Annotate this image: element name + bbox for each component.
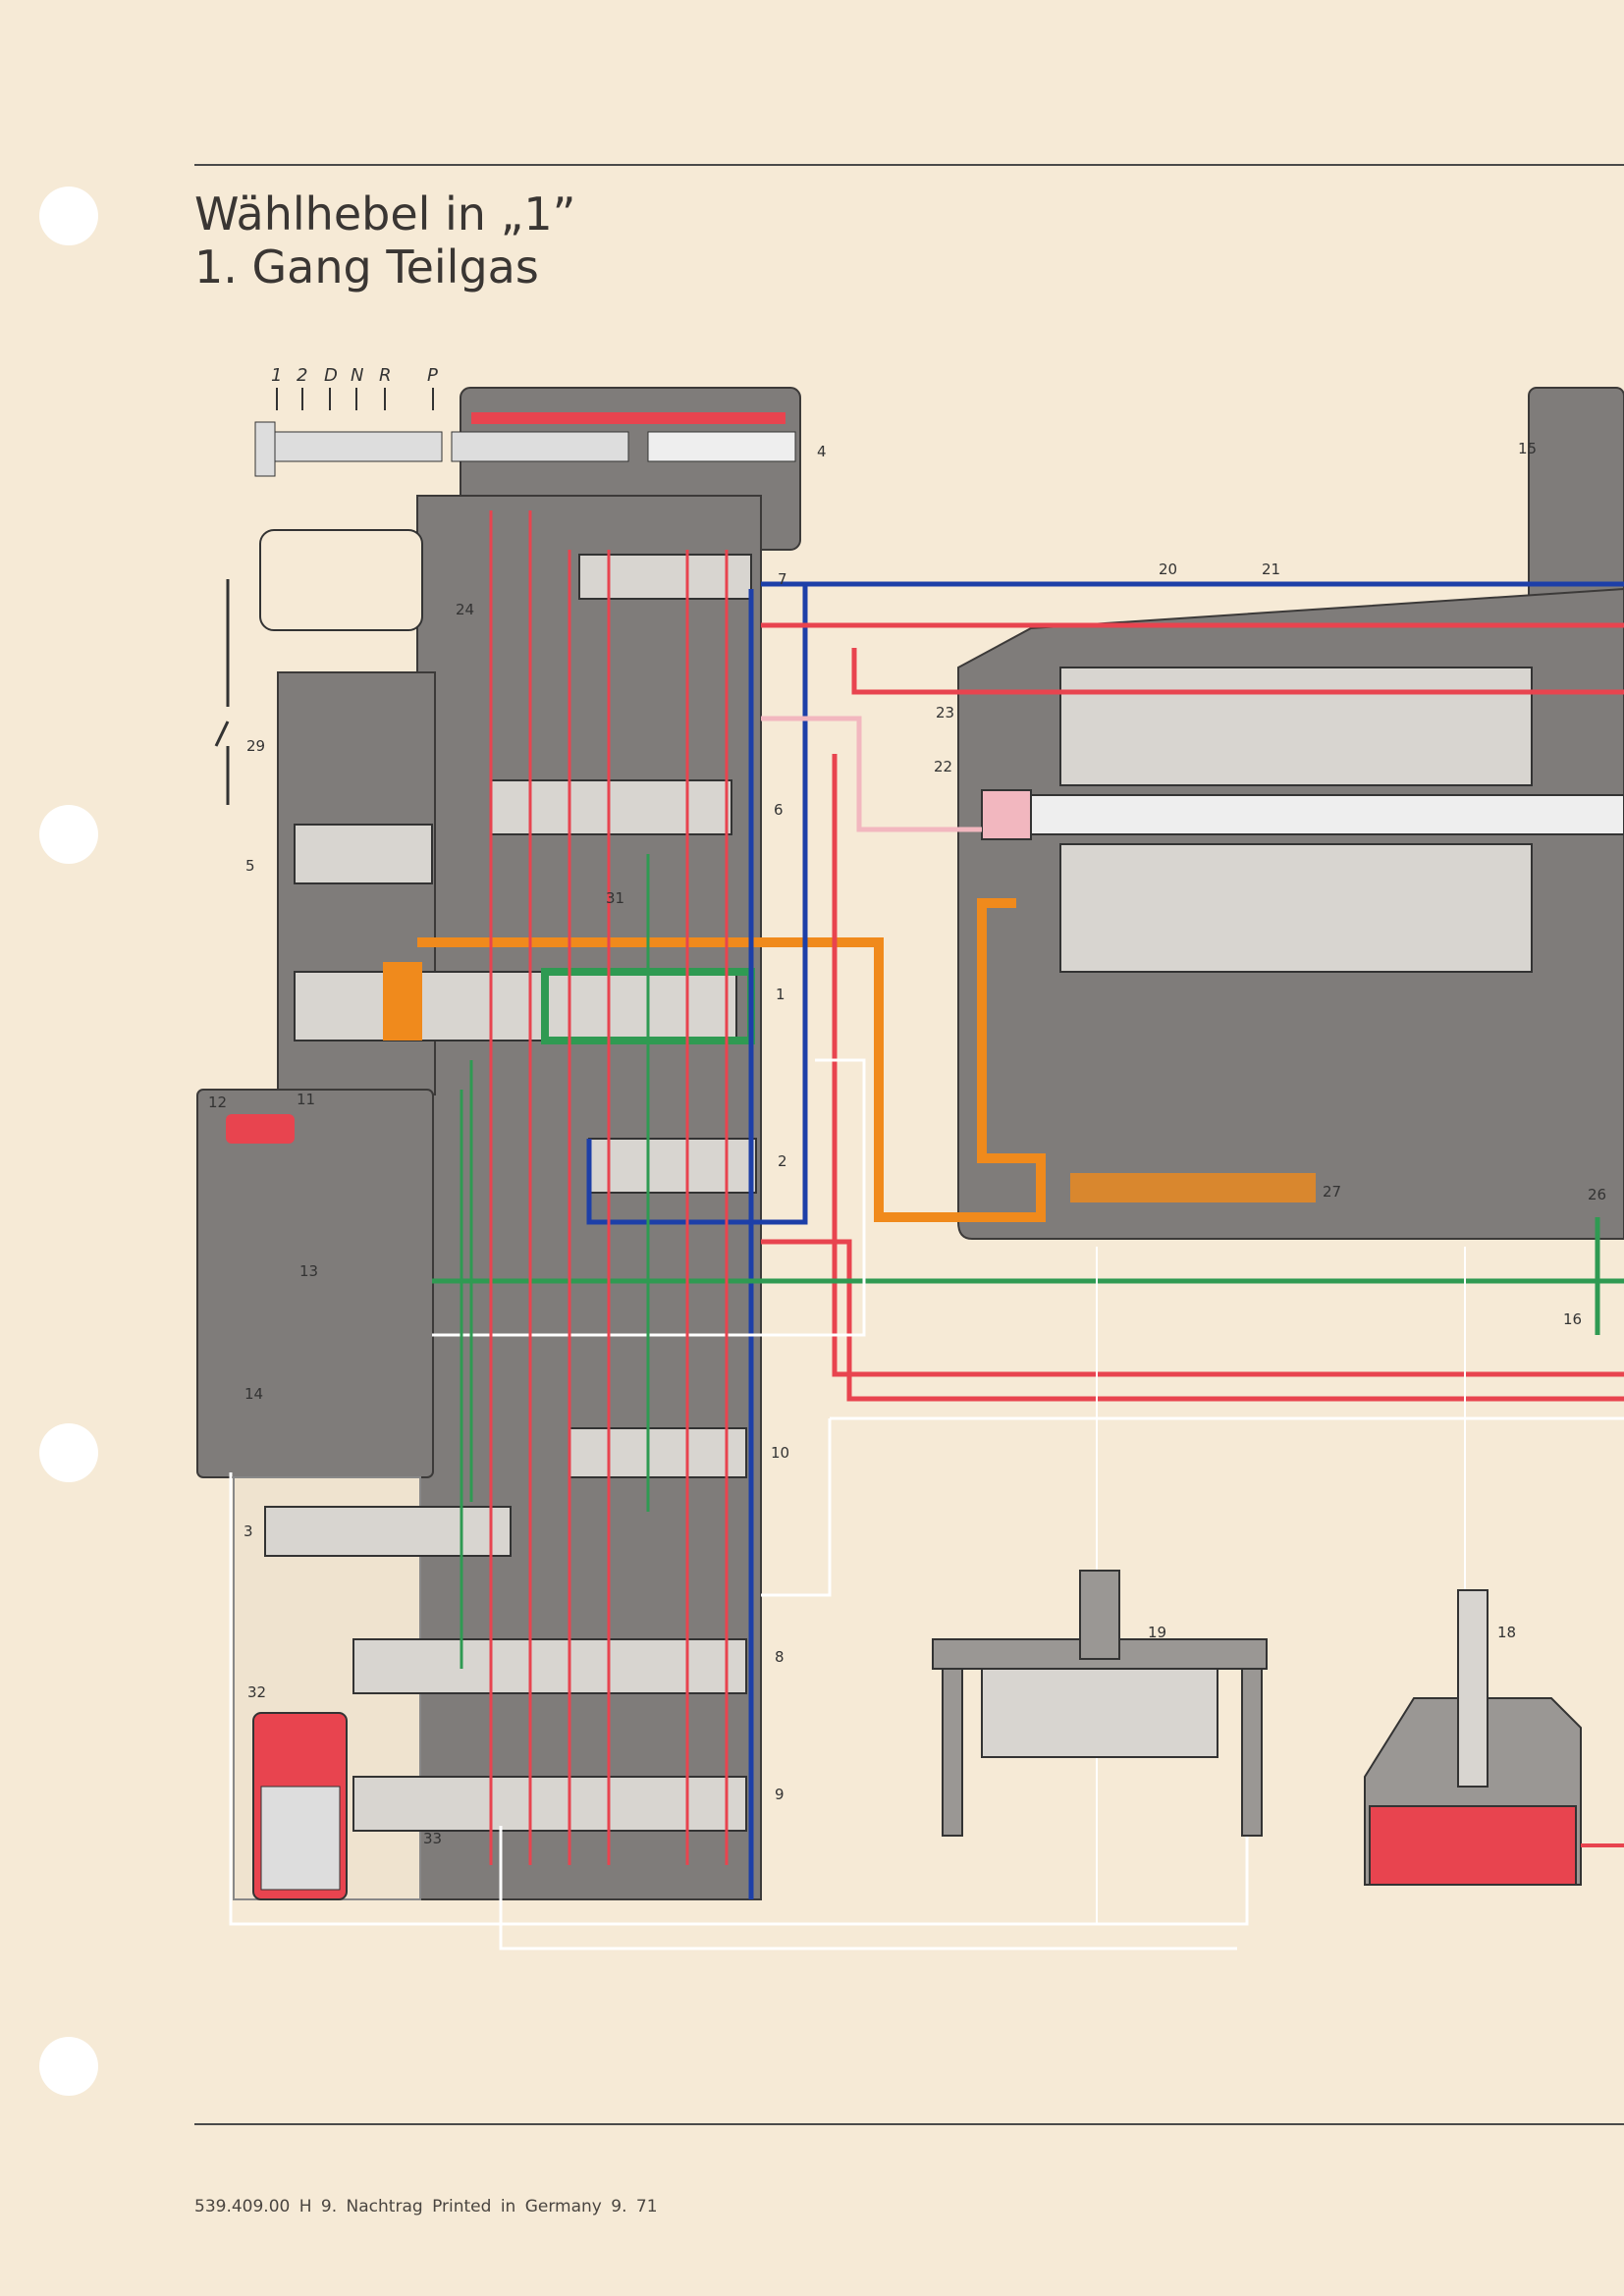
orange-spool-land <box>383 962 422 1041</box>
label-12: 12 <box>208 1094 227 1111</box>
label-24: 24 <box>456 601 474 618</box>
label-22: 22 <box>934 758 952 775</box>
modulator-18 <box>1364 1589 1582 1886</box>
selector-d: D <box>324 365 338 386</box>
label-20: 20 <box>1159 561 1177 578</box>
label-1: 1 <box>776 986 785 1003</box>
hydraulic-lines <box>229 510 1624 1950</box>
label-3: 3 <box>244 1522 253 1540</box>
governor-19 <box>932 1570 1268 1837</box>
oil-pan-filter <box>1070 1173 1316 1202</box>
label-18: 18 <box>1497 1624 1516 1641</box>
label-15: 15 <box>1518 440 1537 457</box>
bottom-rule <box>194 2123 1624 2125</box>
label-2: 2 <box>778 1152 787 1170</box>
label-13: 13 <box>299 1262 318 1280</box>
label-31: 31 <box>606 889 624 907</box>
pressure-reg-red <box>226 1114 295 1144</box>
punch-hole <box>39 187 98 245</box>
label-27: 27 <box>1323 1183 1341 1201</box>
selector-p: P <box>427 365 438 386</box>
label-32: 32 <box>247 1683 266 1701</box>
kickdown-switch-icon <box>214 579 230 805</box>
orange-line-band-servo <box>417 898 1046 1222</box>
title-line-2: 1. Gang Teilgas <box>194 240 539 294</box>
label-14: 14 <box>244 1385 263 1403</box>
label-10: 10 <box>771 1444 789 1462</box>
selector-positions: 1 2 D N R P <box>271 365 438 410</box>
vacuum-unit <box>259 529 423 631</box>
selector-n: N <box>351 365 363 386</box>
label-19: 19 <box>1148 1624 1166 1641</box>
label-5: 5 <box>245 857 255 875</box>
label-7: 7 <box>778 570 787 588</box>
label-29: 29 <box>246 737 265 755</box>
part-labels: 1 2 3 4 5 6 7 8 9 10 11 12 13 14 15 16 1… <box>208 440 1606 1847</box>
label-16: 16 <box>1563 1310 1582 1328</box>
label-23: 23 <box>936 704 954 721</box>
label-8: 8 <box>775 1648 785 1666</box>
manual-valve <box>254 412 796 477</box>
selector-2: 2 <box>297 365 307 386</box>
title-line-1: Wählhebel in „1” <box>194 187 576 240</box>
selector-r: R <box>379 365 392 386</box>
label-4: 4 <box>817 443 827 460</box>
selector-1: 1 <box>271 365 282 386</box>
clutch-assemblies <box>981 667 1624 973</box>
top-rule <box>194 164 1624 166</box>
label-26: 26 <box>1588 1186 1606 1203</box>
label-9: 9 <box>775 1786 785 1803</box>
footer-text: 539.409.00 H 9. Nachtrag Printed in Germ… <box>194 2197 658 2216</box>
label-21: 21 <box>1262 561 1280 578</box>
spool-valves <box>264 554 757 1832</box>
label-6: 6 <box>774 801 784 819</box>
label-11: 11 <box>297 1091 315 1108</box>
label-33: 33 <box>423 1830 442 1847</box>
punch-hole <box>39 1423 98 1482</box>
accumulator-32 <box>252 1712 348 1900</box>
punch-hole <box>39 2037 98 2096</box>
punch-hole <box>39 805 98 864</box>
